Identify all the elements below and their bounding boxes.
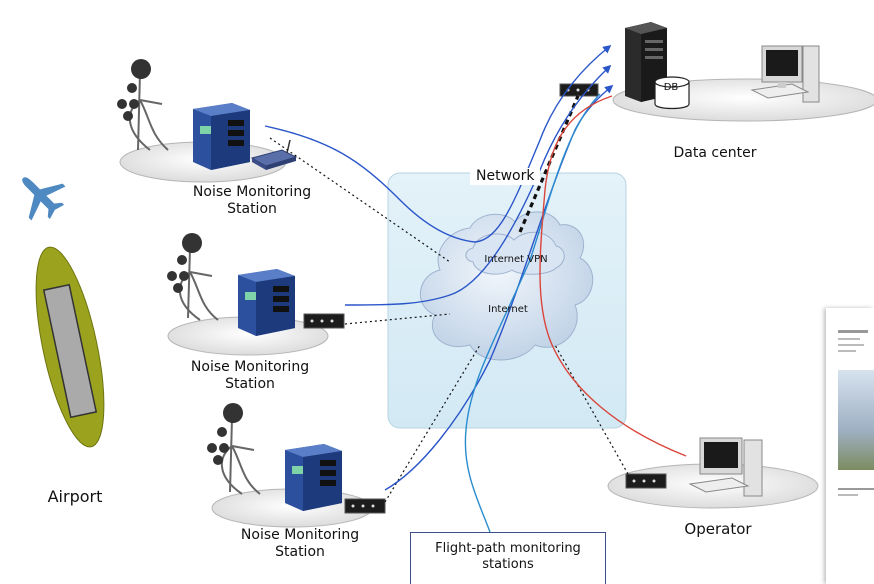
station3-label: Noise Monitoring Station (240, 527, 360, 560)
link-red (539, 95, 687, 457)
monitor-unit-icon (193, 103, 250, 170)
link-blue (464, 93, 601, 533)
server-icon (625, 22, 667, 102)
internet-vpn-label: Internet VPN (484, 254, 548, 265)
modem-icon (303, 313, 345, 329)
plane-icon (22, 177, 66, 221)
monitor-unit-icon (285, 444, 342, 511)
link-dotted (269, 137, 451, 263)
modem-icon (625, 473, 667, 489)
flight-path-box: Flight-path monitoring stations (410, 532, 606, 584)
airport-field (35, 246, 105, 448)
monitor-unit-icon (238, 269, 295, 336)
data-center-label: Data center (673, 145, 757, 161)
link-dotted (384, 344, 481, 503)
network-label: Network (470, 168, 541, 185)
microphone-icon (207, 403, 261, 495)
microphone-icon (117, 59, 169, 151)
links (264, 44, 687, 533)
computer-icon (688, 437, 763, 497)
flight-path-label: Flight-path monitoring stations (435, 541, 581, 572)
internet-label: Internet (488, 304, 528, 315)
station2-label: Noise Monitoring Station (190, 359, 310, 392)
document-thumbnail (826, 308, 874, 584)
operator-label: Operator (684, 520, 752, 538)
db-label: DB (663, 82, 679, 93)
computer-icon (750, 45, 820, 103)
link-blue (264, 44, 612, 243)
airport-label: Airport (47, 487, 103, 506)
modem-icon (559, 83, 599, 97)
runway (42, 283, 98, 419)
modem-icon (344, 498, 386, 514)
router-icon (250, 139, 298, 170)
station1-label: Noise Monitoring Station (192, 184, 312, 217)
link-blue (344, 64, 612, 306)
database-icon (654, 76, 690, 110)
photo-thumbnail (838, 370, 874, 470)
microphone-icon (167, 233, 219, 321)
